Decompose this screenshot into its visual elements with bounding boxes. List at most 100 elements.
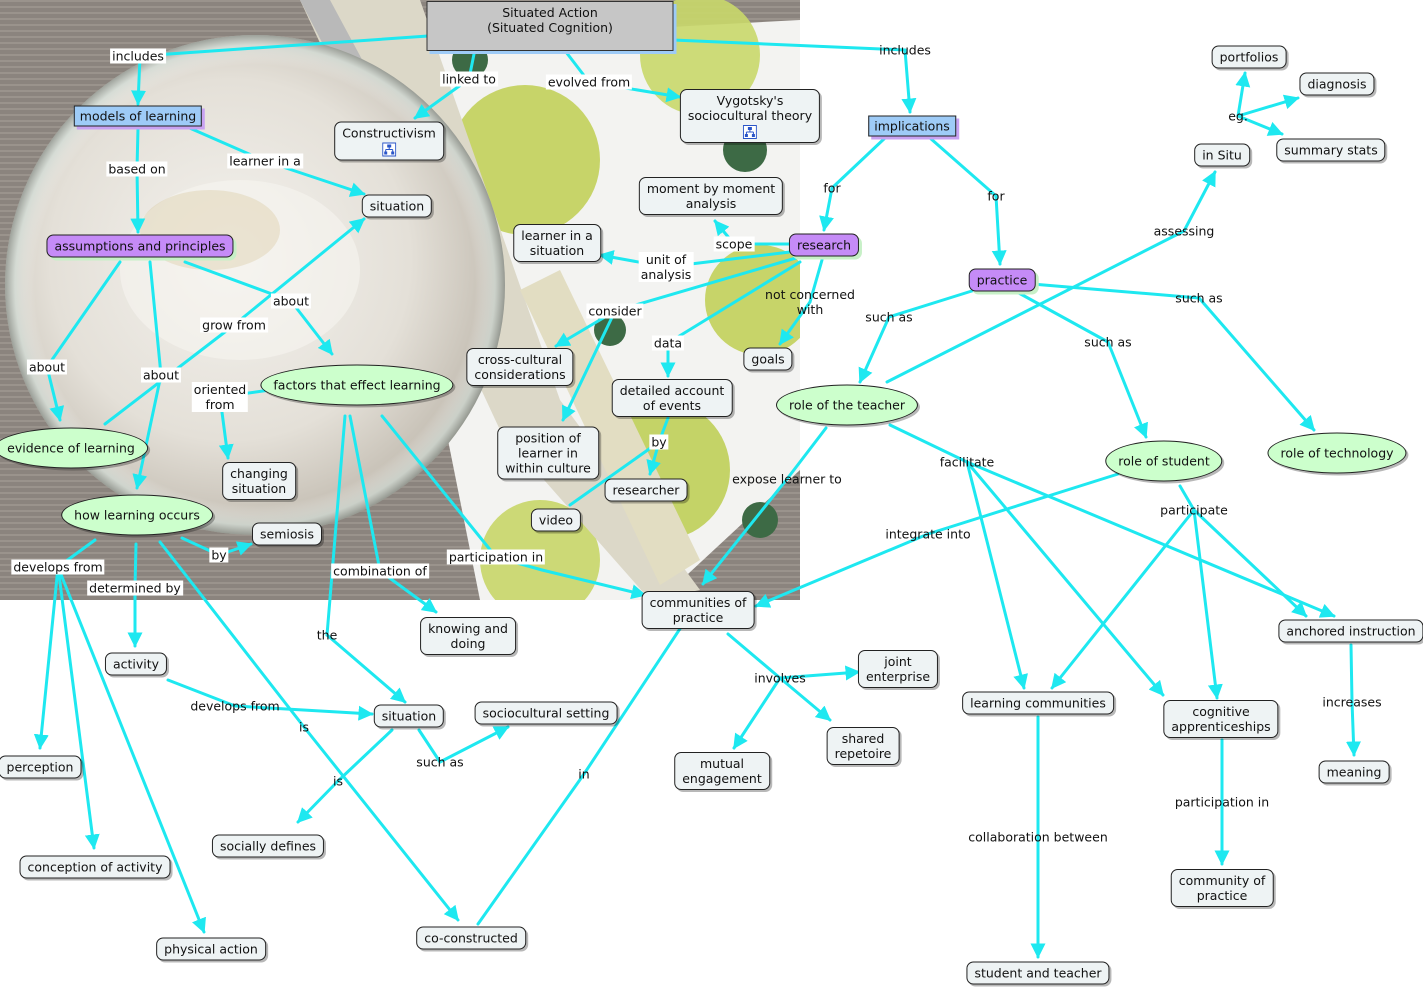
concept-map-link-icon[interactable] (382, 142, 396, 157)
node-sociocultural-setting[interactable]: sociocultural setting (474, 701, 618, 725)
connector-line (726, 632, 782, 680)
node-assumptions-principles[interactable]: assumptions and principles (46, 234, 234, 258)
link-label-includes-right: includes (879, 42, 931, 58)
connector-line (901, 48, 917, 114)
node-anchored-instruction[interactable]: anchored instruction (1278, 619, 1423, 643)
link-label-participate: participate (1160, 502, 1228, 518)
node-learner-in-situation[interactable]: learner in a situation (513, 224, 601, 262)
node-research[interactable]: research (788, 233, 860, 257)
link-label-facilitate: facilitate (939, 454, 995, 470)
node-portfolios[interactable]: portfolios (1211, 45, 1287, 69)
link-label-includes-left: includes (110, 48, 166, 64)
connector-line (1235, 71, 1251, 118)
node-joint-enterprise[interactable]: joint enterprise (857, 650, 939, 688)
connector-line (1182, 170, 1217, 233)
node-implications[interactable]: implications (868, 115, 956, 137)
node-changing-situation[interactable]: changing situation (222, 462, 296, 500)
connector-line (1015, 290, 1110, 344)
connector-line (778, 676, 832, 722)
node-semiosis[interactable]: semiosis (252, 522, 322, 546)
node-factors[interactable]: factors that effect learning (260, 364, 454, 406)
connector-line (438, 725, 510, 764)
node-researcher[interactable]: researcher (604, 478, 688, 502)
connector-line (671, 38, 907, 52)
node-models-of-learning[interactable]: models of learning (73, 105, 203, 127)
node-situation-mid[interactable]: situation (373, 704, 445, 728)
link-label-participation-in-top: participation in (446, 549, 546, 565)
node-moment-by-moment[interactable]: moment by moment analysis (638, 177, 784, 215)
node-meaning[interactable]: meaning (1318, 760, 1390, 784)
link-label-determined-by: determined by (87, 580, 183, 596)
connector-line (926, 472, 1120, 536)
node-conception-of-activity[interactable]: conception of activity (19, 855, 171, 879)
node-constructivism[interactable]: Constructivism (334, 121, 444, 161)
connector-line (56, 565, 100, 850)
link-label-evolved-from: evolved from (545, 74, 633, 90)
connector-line (701, 477, 789, 586)
node-community-of-practice[interactable]: community of practice (1170, 869, 1274, 907)
connector-line (1106, 340, 1148, 439)
node-cross-cultural[interactable]: cross-cultural considerations (466, 348, 574, 386)
connector-line (45, 365, 65, 422)
connector-line (928, 136, 998, 198)
node-learning-communities[interactable]: learning communities (962, 691, 1114, 715)
node-communities-of-practice[interactable]: communities of practice (641, 591, 755, 629)
node-role-teacher[interactable]: role of the teacher (775, 384, 919, 426)
link-label-such-as-teacher: such as (865, 309, 913, 325)
link-label-integrate-into: integrate into (885, 526, 971, 542)
connector-line (1192, 508, 1223, 700)
concept-map-link-icon[interactable] (742, 125, 757, 139)
node-how-learning-occurs[interactable]: how learning occurs (61, 494, 213, 536)
connector-line (1345, 700, 1361, 757)
node-role-student[interactable]: role of student (1105, 440, 1223, 482)
node-student-and-teacher[interactable]: student and teacher (966, 961, 1110, 985)
node-cognitive-apprenticeships[interactable]: cognitive apprenticeships (1163, 700, 1279, 738)
node-practice[interactable]: practice (968, 268, 1036, 292)
connector-line (148, 260, 163, 377)
node-mutual-engagement[interactable]: mutual engagement (674, 752, 770, 790)
node-shared-repetoire[interactable]: shared repetoire (826, 727, 900, 765)
node-goals[interactable]: goals (743, 347, 793, 371)
connector-line (166, 678, 237, 708)
connector-line (1197, 296, 1316, 432)
link-label-develops-from-mid: develops from (190, 698, 280, 714)
node-detailed-account[interactable]: detailed account of events (611, 379, 733, 417)
node-in-situ[interactable]: in Situ (1194, 143, 1250, 167)
link-label-not-concerned-with: not concerned with (765, 287, 855, 317)
node-position-learner[interactable]: position of learner in within culture (497, 426, 599, 480)
node-evidence[interactable]: evidence of learning (0, 427, 148, 469)
link-label-in: in (578, 766, 590, 782)
connector-line (1050, 508, 1196, 690)
node-video[interactable]: video (530, 508, 582, 532)
link-label-for-research: for (823, 180, 841, 196)
node-role-technology[interactable]: role of technology (1267, 432, 1407, 474)
connector-line (325, 414, 347, 637)
connector-line (885, 229, 1186, 384)
link-label-data: data (651, 335, 685, 351)
node-physical-action[interactable]: physical action (156, 937, 266, 961)
connector-line (296, 779, 340, 824)
node-perception[interactable]: perception (0, 755, 82, 779)
node-knowing-doing[interactable]: knowing and doing (420, 617, 516, 655)
link-label-involves: involves (754, 670, 806, 686)
link-label-learner-in-a: learner in a (227, 153, 303, 169)
connector-line (289, 299, 334, 356)
node-diagnosis[interactable]: diagnosis (1299, 72, 1375, 96)
connector-line (613, 256, 798, 313)
node-activity[interactable]: activity (104, 652, 168, 676)
connector-line (991, 194, 1007, 266)
node-situated-action[interactable]: Situated Action (Situated Cognition) (426, 1, 674, 51)
link-label-for-practice: for (987, 188, 1005, 204)
connector-line (778, 300, 812, 346)
connector-line (666, 260, 802, 345)
connector-line (1236, 114, 1284, 136)
link-label-is-coconstructed: is (299, 719, 309, 735)
node-co-constructed[interactable]: co-constructed (416, 926, 526, 950)
link-label-oriented-from: oriented from (191, 382, 249, 412)
connector-line (965, 460, 1028, 690)
node-socially-defines[interactable]: socially defines (211, 834, 325, 858)
node-summary-stats[interactable]: summary stats (1276, 138, 1386, 162)
node-situation-top[interactable]: situation (361, 194, 433, 218)
node-vygotsky[interactable]: Vygotsky's sociocultural theory (679, 89, 821, 143)
